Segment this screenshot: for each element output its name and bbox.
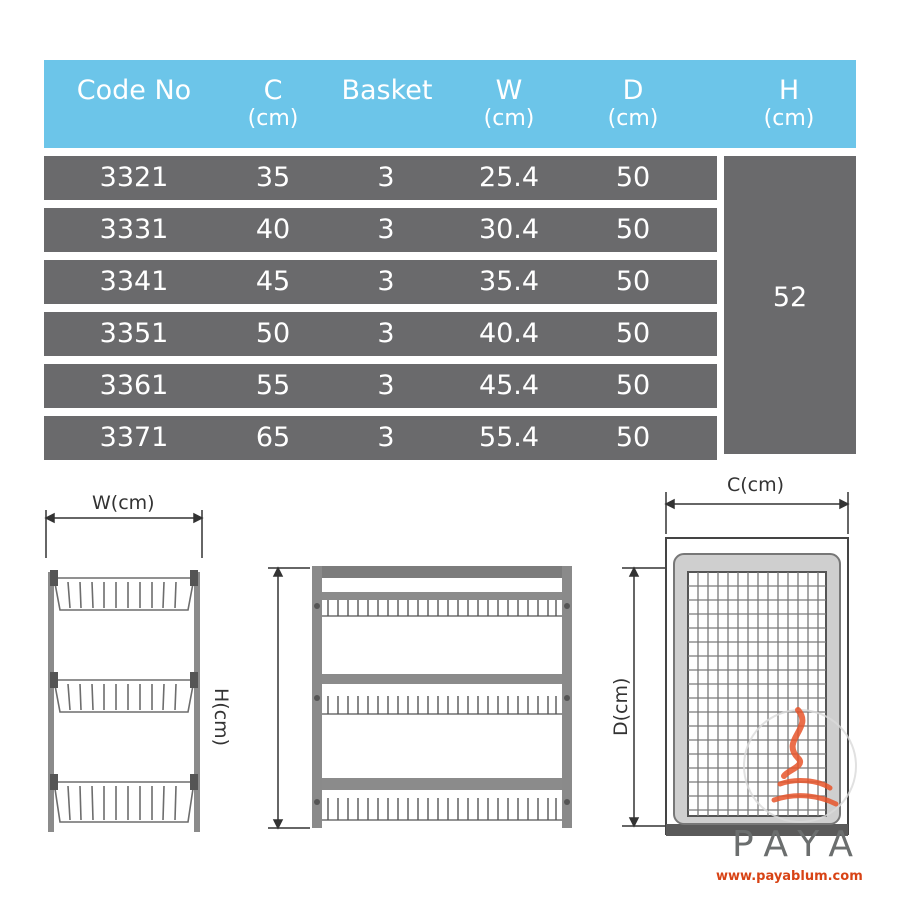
table-row: 3321 35 3 25.4 50	[44, 156, 717, 200]
cell-w: 45.4	[478, 370, 540, 401]
cell-code: 3321	[99, 162, 169, 193]
header-unit: (cm)	[763, 106, 815, 131]
cell-c: 55	[255, 370, 291, 401]
header-label: D	[622, 75, 644, 106]
table-row: 3351 50 3 40.4 50	[44, 312, 717, 356]
h-dimension-label: H(cm)	[210, 688, 232, 747]
table-row: 3371 65 3 55.4 50	[44, 416, 717, 460]
w-dimension-label: W(cm)	[92, 492, 155, 514]
header-d: D (cm)	[590, 76, 676, 132]
cell-basket: 3	[377, 162, 395, 193]
cell-c: 40	[255, 214, 291, 245]
table-row: 3331 40 3 30.4 50	[44, 208, 717, 252]
header-unit: (cm)	[483, 106, 535, 131]
header-label: H	[778, 75, 800, 106]
cell-c: 65	[255, 422, 291, 453]
cell-basket: 3	[377, 370, 395, 401]
header-h: H (cm)	[746, 76, 832, 132]
side-view-drawing	[44, 510, 204, 832]
cell-code: 3331	[99, 214, 169, 245]
header-unit: (cm)	[247, 106, 299, 131]
cell-c: 50	[255, 318, 291, 349]
table-header: Code No C (cm) Basket W (cm) D (cm) H (c…	[44, 60, 856, 148]
cell-d: 50	[615, 162, 651, 193]
header-label: Basket	[341, 75, 433, 106]
c-dimension-label: C(cm)	[727, 474, 785, 496]
cell-w: 25.4	[478, 162, 540, 193]
cell-w: 40.4	[478, 318, 540, 349]
cell-w: 30.4	[478, 214, 540, 245]
table-row: 3341 45 3 35.4 50	[44, 260, 717, 304]
cell-d: 50	[615, 214, 651, 245]
header-c: C (cm)	[230, 76, 316, 132]
cell-w: 35.4	[478, 266, 540, 297]
h-value: 52	[772, 282, 808, 313]
h-merged-cell: 52	[724, 156, 856, 454]
header-label: Code No	[76, 75, 192, 106]
cell-d: 50	[615, 266, 651, 297]
cell-basket: 3	[377, 422, 395, 453]
header-code-no: Code No	[54, 76, 214, 106]
header-w: W (cm)	[466, 76, 552, 132]
brand-url: www.payablum.com	[716, 869, 863, 884]
cell-code: 3371	[99, 422, 169, 453]
cell-code: 3341	[99, 266, 169, 297]
cell-c: 45	[255, 266, 291, 297]
front-view-drawing	[268, 566, 572, 830]
brand-logo-text: PAYA	[732, 824, 866, 865]
cell-d: 50	[615, 370, 651, 401]
top-view-drawing	[622, 492, 850, 836]
header-label: C	[263, 75, 283, 106]
cell-basket: 3	[377, 318, 395, 349]
cell-w: 55.4	[478, 422, 540, 453]
cell-c: 35	[255, 162, 291, 193]
cell-basket: 3	[377, 214, 395, 245]
cell-basket: 3	[377, 266, 395, 297]
cell-code: 3361	[99, 370, 169, 401]
flame-logo-icon	[743, 707, 857, 823]
header-unit: (cm)	[607, 106, 659, 131]
header-basket: Basket	[326, 76, 448, 106]
cell-code: 3351	[99, 318, 169, 349]
cell-d: 50	[615, 318, 651, 349]
cell-d: 50	[615, 422, 651, 453]
header-label: W	[495, 75, 523, 106]
table-row: 3361 55 3 45.4 50	[44, 364, 717, 408]
